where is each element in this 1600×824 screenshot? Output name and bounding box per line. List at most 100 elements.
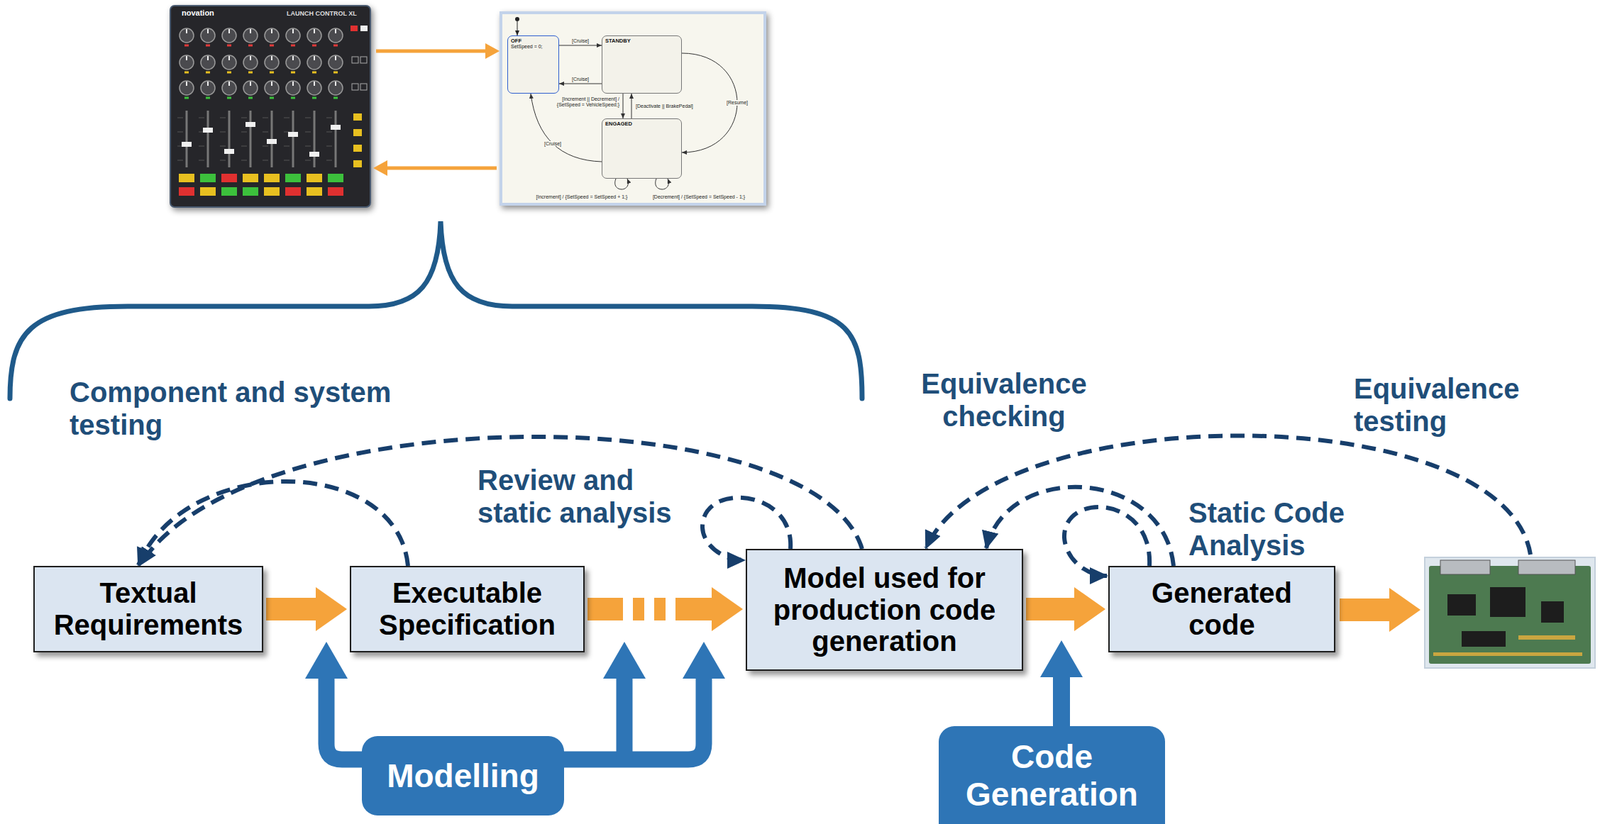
modelling-arm: [326, 675, 366, 760]
fader-slot: [334, 110, 338, 168]
fader-slot: [207, 110, 210, 168]
pin-row: [1433, 652, 1583, 657]
knob: [222, 28, 237, 43]
knob: [200, 55, 215, 70]
pad: [263, 173, 280, 183]
pad: [263, 187, 280, 196]
arrow-segment: [675, 587, 743, 632]
pad: [221, 173, 237, 183]
controller-body: [170, 5, 371, 208]
fader-cap: [202, 127, 213, 133]
connector: [1440, 560, 1491, 575]
fader-ticks: [177, 117, 345, 161]
block-arrow: [266, 587, 347, 632]
activity-label: Equivalence checking: [911, 367, 1097, 433]
state-box: ENGAGED: [601, 118, 682, 179]
node-text: SetSpeed = 0;: [510, 43, 556, 50]
side-button: [353, 144, 362, 152]
transition-arrow: [631, 93, 633, 119]
fader-slot: [185, 110, 189, 168]
board-frame: [1424, 557, 1596, 669]
chip: [1447, 594, 1476, 616]
arrow-head: [485, 43, 500, 59]
node-title: Generated code: [1122, 577, 1322, 642]
initial-state-dot: [515, 17, 520, 22]
activity-label: Static Code Analysis: [1188, 496, 1359, 562]
knob-row: [179, 28, 343, 96]
knob: [264, 28, 279, 43]
target-board: [1424, 557, 1596, 669]
transition-label: [Decrement] / {SetSpeed = SetSpeed - 1;}: [652, 194, 746, 201]
node-title: Code Generation: [952, 738, 1151, 814]
node-title: Textual Requirements: [47, 577, 250, 642]
midi-controller: [170, 5, 371, 208]
pin-row: [1518, 635, 1576, 640]
transition-label: [Increment] / {SetSpeed = SetSpeed + 1;}: [535, 194, 629, 201]
side-button: [353, 129, 362, 137]
fader-tick: [177, 160, 345, 162]
arrow-segment: [654, 598, 666, 621]
transition-arrow: [559, 83, 602, 85]
transition-arrow: [622, 93, 624, 119]
process-box: Executable Specification: [349, 566, 585, 653]
activity-label: Review and static analysis: [477, 464, 680, 530]
side-button: [353, 113, 362, 121]
fader-slot: [292, 110, 295, 168]
side-button: [360, 83, 367, 91]
arrow-head: [682, 642, 726, 680]
knob: [285, 55, 301, 70]
state-box: STANDBY: [601, 35, 682, 94]
fader-cap: [309, 151, 320, 157]
node-title: STANDBY: [605, 37, 679, 44]
side-button: [350, 25, 358, 32]
fader-caps: [181, 122, 341, 157]
knob-led: [184, 97, 340, 100]
codegen-arrow: [1040, 640, 1083, 730]
node-title: Modelling: [386, 757, 540, 796]
io-arrow: [385, 166, 497, 171]
modelling-arm: [616, 675, 633, 760]
knob: [307, 55, 322, 70]
fader-tick: [177, 117, 345, 119]
process-box: Model used for production code generatio…: [745, 549, 1024, 672]
pad: [200, 187, 216, 196]
transition-label: [Cruise]: [543, 141, 562, 147]
side-button: [353, 160, 362, 168]
knob: [243, 80, 258, 96]
side-button: [351, 56, 359, 64]
knob: [264, 80, 279, 96]
state-box: OFFSetSpeed = 0;: [507, 35, 560, 94]
arrow-head: [603, 642, 646, 680]
pad: [285, 187, 301, 196]
node-title: OFF: [510, 37, 556, 44]
knob: [222, 55, 237, 70]
modelling-arm: [560, 675, 704, 760]
arrow-segment: [632, 598, 645, 621]
curly-brace: [9, 221, 863, 399]
block-arrow: [1025, 587, 1106, 632]
deploy-arrow: [1339, 588, 1421, 633]
activity-label: Component and system testing: [69, 376, 404, 442]
knob: [328, 55, 343, 70]
fader-tick: [177, 131, 345, 133]
pad-buttons: [178, 173, 344, 196]
pcb: [1429, 566, 1591, 665]
transition-label: [Cruise]: [571, 76, 590, 83]
fader-cap: [330, 124, 341, 130]
side-button: [351, 83, 359, 91]
knob-led: [184, 71, 340, 74]
activity-box: Code Generation: [938, 726, 1166, 824]
knob: [200, 80, 215, 96]
model-label: LAUNCH CONTROL XL: [286, 9, 357, 18]
side-button: [360, 56, 367, 64]
pad: [242, 187, 259, 196]
pad: [200, 173, 216, 183]
knob: [285, 80, 301, 96]
transition-label: [Cruise]: [571, 38, 590, 44]
knob: [328, 28, 343, 43]
transition-arrow: [655, 178, 670, 190]
activity-label: Equivalence testing: [1353, 372, 1539, 438]
side-buttons: [350, 25, 368, 168]
pad: [178, 187, 195, 196]
